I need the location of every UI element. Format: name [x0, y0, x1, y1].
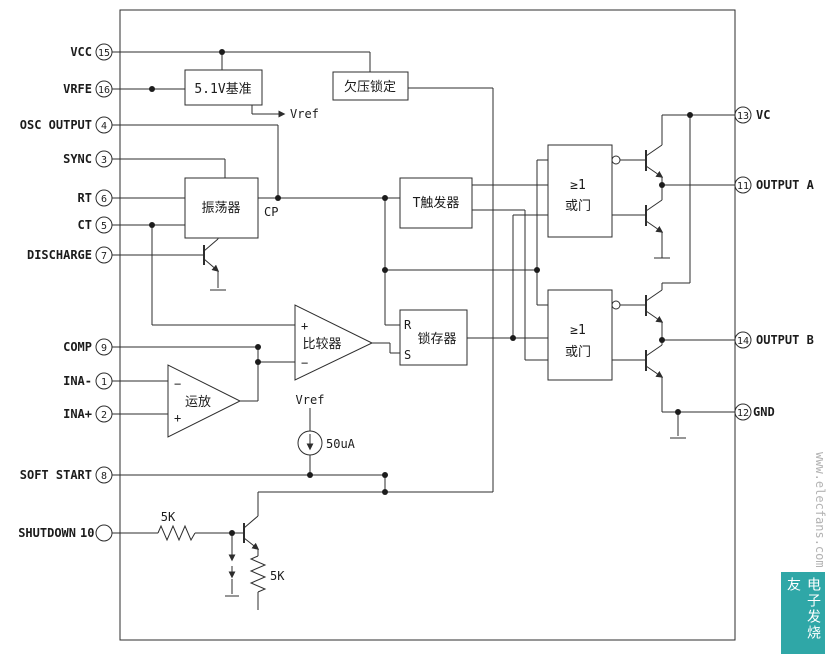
- or-gate-b-symbol: ≥1: [570, 323, 586, 338]
- current-source-label: 50uA: [326, 437, 356, 451]
- or-gate-b: ≥1 或门: [547, 289, 621, 381]
- t-flipflop-label: T触发器: [413, 195, 460, 211]
- oscillator-label: 振荡器: [201, 201, 240, 216]
- reference-block: 5.1V基准: [184, 69, 263, 106]
- pin-number: 13: [737, 111, 749, 122]
- comparator-label: 比较器: [302, 337, 341, 352]
- vref-arrow-label: Vref: [290, 107, 319, 121]
- latch-block: R S 锁存器: [399, 309, 468, 366]
- pin-number: 7: [101, 251, 107, 262]
- pin-ct: CT 5: [78, 216, 113, 234]
- opamp-plus: +: [174, 411, 181, 425]
- cp-label: CP: [264, 205, 278, 219]
- pin-number: 16: [98, 85, 110, 96]
- pin-label: SHUTDOWN: [18, 526, 76, 540]
- pin-number: 10: [80, 526, 94, 540]
- pin-sync: SYNC 3: [63, 150, 113, 168]
- pin-number: 5: [101, 221, 107, 232]
- pin-label: COMP: [63, 340, 92, 354]
- latch-r-label: R: [404, 318, 412, 332]
- t-flipflop-block: T触发器: [399, 177, 473, 229]
- pin-vrfe: VRFE 16: [63, 80, 113, 98]
- pin-label: SOFT START: [20, 468, 92, 482]
- uvlo-label: 欠压锁定: [344, 79, 396, 95]
- comparator-minus: −: [301, 356, 308, 370]
- watermark-site: www.elecfans.com: [813, 452, 827, 568]
- or-gate-a: ≥1 或门: [547, 144, 621, 238]
- pin-label: DISCHARGE: [27, 248, 92, 262]
- pin-output-a: 11 OUTPUT A: [734, 176, 815, 194]
- pin-ina-minus: INA- 1: [63, 372, 113, 390]
- pin-label: INA+: [63, 407, 92, 421]
- output-b-bottom-transistor: [645, 344, 664, 378]
- output-b-top-transistor: [645, 289, 664, 323]
- pin-label: OUTPUT B: [756, 333, 814, 347]
- pin-number: 9: [101, 343, 107, 354]
- pin-gnd: 12 GND: [734, 403, 775, 421]
- comparator: + − 比较器: [294, 304, 374, 381]
- opamp-label: 运放: [185, 395, 211, 410]
- pin-rt: RT 6: [78, 189, 113, 207]
- pin-label: OSC OUTPUT: [20, 118, 92, 132]
- output-a-top-transistor: [645, 144, 664, 178]
- pin-number: 1: [101, 377, 107, 388]
- output-a-bottom-transistor: [645, 199, 664, 233]
- pin-ina-plus: INA+ 2: [63, 405, 113, 423]
- pin-discharge: DISCHARGE 7: [27, 246, 113, 264]
- or-gate-a-bubble: [611, 155, 621, 165]
- current-source: Vref 50uA: [296, 393, 356, 456]
- opamp: − + 运放: [167, 364, 242, 438]
- pin-number: 14: [737, 336, 749, 347]
- resistor-series-label: 5K: [161, 510, 176, 524]
- pin-shutdown: SHUTDOWN 10: [18, 524, 113, 542]
- pin-soft-start: SOFT START 8: [20, 466, 113, 484]
- pin-osc-output: OSC OUTPUT 4: [20, 116, 113, 134]
- pin-comp: COMP 9: [63, 338, 113, 356]
- comparator-plus: +: [301, 319, 308, 333]
- pin-vcc: VCC 15: [70, 43, 113, 61]
- pin-label: CT: [78, 218, 92, 232]
- ic-boundary: [119, 9, 736, 641]
- junction-dots: [149, 49, 693, 536]
- resistor-shunt-label: 5K: [270, 569, 285, 583]
- pin-number: 4: [101, 121, 107, 132]
- pin-number: 3: [101, 155, 107, 166]
- or-gate-a-symbol: ≥1: [570, 178, 586, 193]
- pin-label: INA-: [63, 374, 92, 388]
- wire-segments: [112, 51, 735, 610]
- pin-vc: 13 VC: [734, 106, 770, 124]
- ground-symbols: [210, 257, 686, 597]
- oscillator-block: 振荡器: [184, 177, 259, 239]
- discharge-transistor: [203, 238, 220, 272]
- vref-source-label: Vref: [296, 393, 325, 407]
- pin-number: 8: [101, 471, 107, 482]
- pin-number: 2: [101, 410, 107, 421]
- pin-label: GND: [753, 405, 775, 419]
- latch-label: 锁存器: [417, 331, 456, 347]
- resistor-series-5k: 5K: [157, 510, 196, 542]
- pin-output-b: 14 OUTPUT B: [734, 331, 814, 349]
- pin-label: RT: [78, 191, 92, 205]
- resistor-shunt-5k: 5K: [249, 555, 285, 593]
- latch-s-label: S: [404, 348, 411, 362]
- or-gate-b-bubble: [611, 300, 621, 310]
- reference-label: 5.1V基准: [194, 82, 251, 97]
- pin-number: 12: [737, 408, 749, 419]
- shutdown-transistor: [243, 515, 260, 550]
- pin-number: 15: [98, 48, 110, 59]
- pin-label: VC: [756, 108, 770, 122]
- pin-number: 6: [101, 194, 107, 205]
- pin-number: 11: [737, 181, 749, 192]
- or-gate-a-label: 或门: [565, 199, 591, 214]
- pin-label: OUTPUT A: [756, 178, 815, 192]
- uvlo-block: 欠压锁定: [332, 71, 409, 101]
- pin-label: VCC: [70, 45, 92, 59]
- or-gate-b-label: 或门: [565, 345, 591, 360]
- pin-label: SYNC: [63, 152, 92, 166]
- watermark-brand: 电子发烧友: [781, 572, 825, 654]
- pin-label: VRFE: [63, 82, 92, 96]
- opamp-minus: −: [174, 377, 181, 391]
